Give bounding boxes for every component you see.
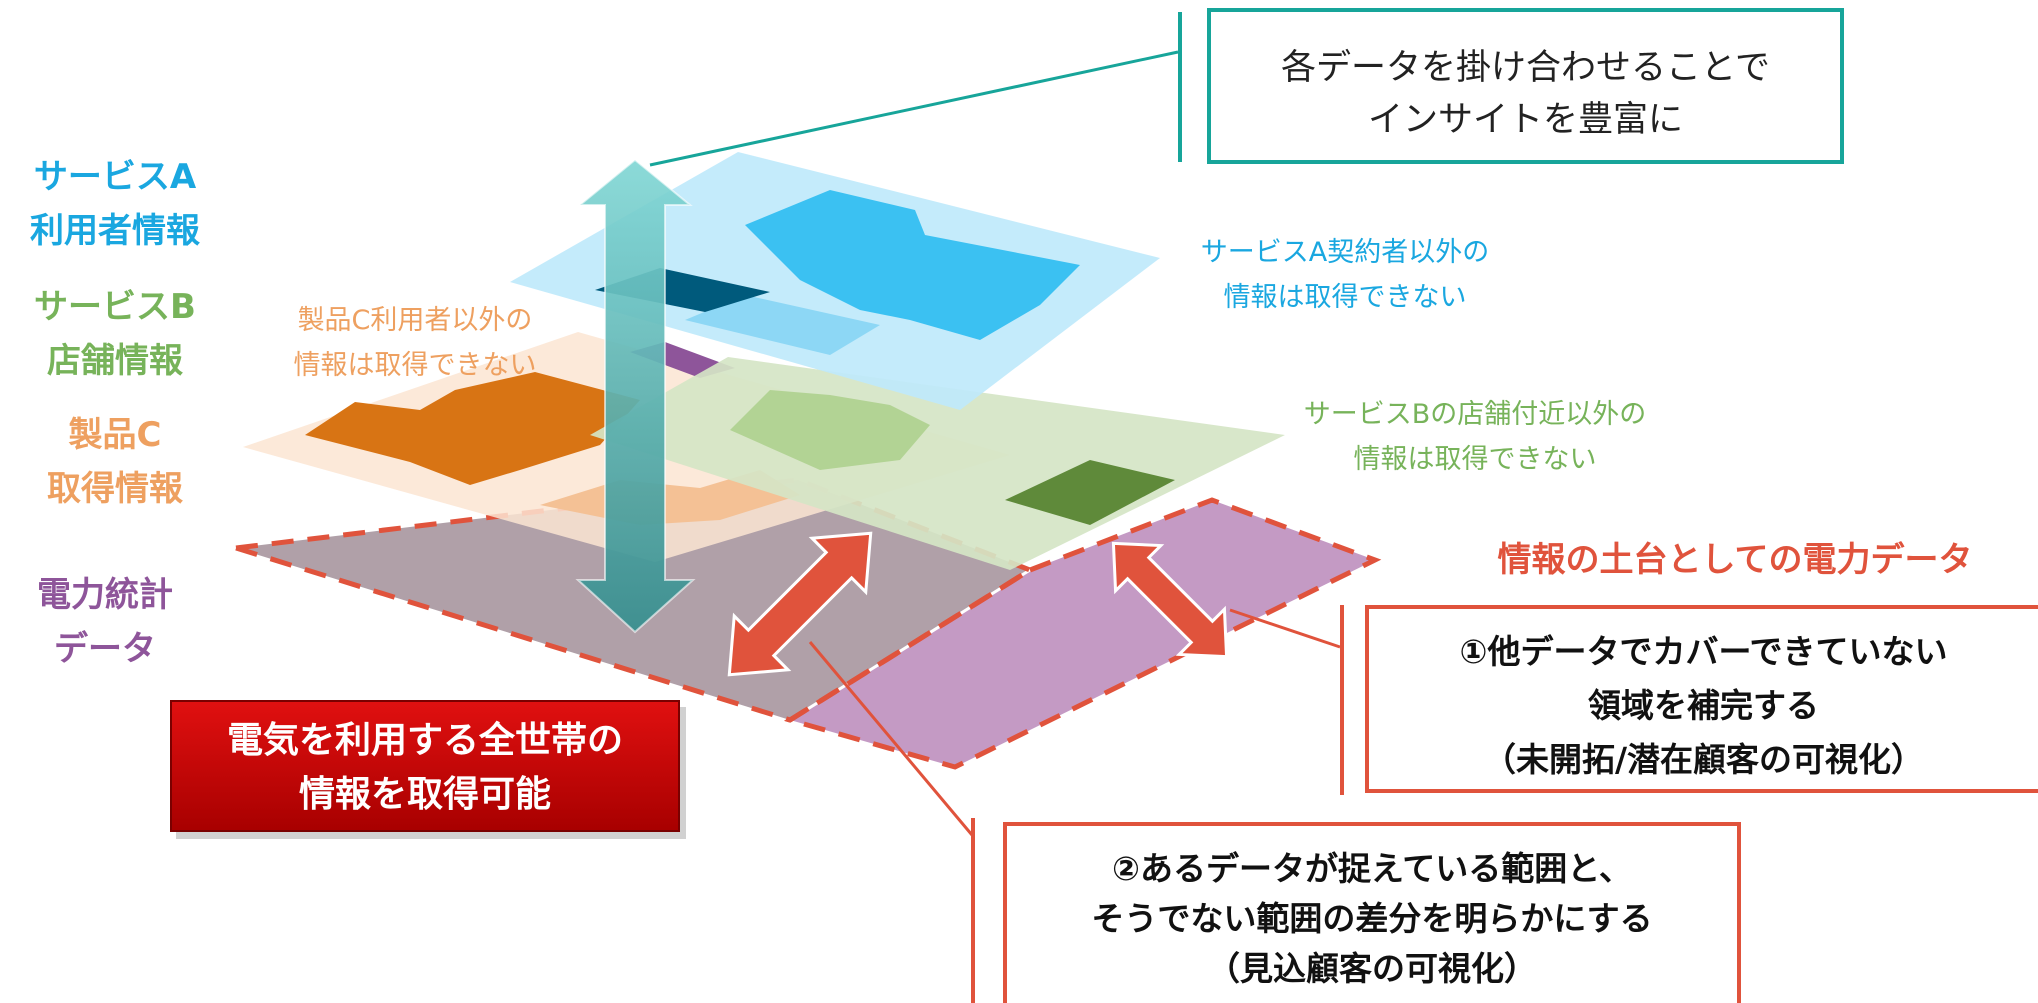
note-service-b-line2: 情報は取得できない	[1353, 444, 1597, 475]
all-households-banner-line1: 電気を利用する全世帯の	[226, 720, 623, 761]
service-a-block-light	[685, 295, 880, 355]
difference-box-line3: （見込顧客の可視化）	[1207, 949, 1537, 988]
note-product-c-line1: 製品C利用者以外の	[297, 305, 533, 336]
complement-box-line2: 領域を補完する	[1588, 686, 1819, 725]
difference-box-line1: ②あるデータが捉えている範囲と、	[1112, 849, 1632, 888]
top-callout-box: 各データを掛け合わせることで インサイトを豊富に	[1207, 8, 1844, 164]
service-b-block-dark	[1005, 460, 1175, 525]
difference-box: ②あるデータが捉えている範囲と、 そうでない範囲の差分を明らかにする （見込顧客…	[1003, 822, 1741, 1003]
power-layer-right	[790, 500, 1375, 767]
note-product-c: 製品C利用者以外の 情報は取得できない	[250, 298, 580, 388]
foundation-heading: 情報の土台としての電力データ	[1497, 540, 1973, 580]
service-b-block-light	[730, 390, 930, 470]
layer-label-service-a: サービスA 利用者情報	[10, 150, 220, 258]
layer-label-product-c-line2: 取得情報	[47, 469, 183, 509]
layer-label-service-b-line1: サービスB	[34, 287, 196, 327]
layer-label-service-b-line2: 店舗情報	[47, 341, 183, 381]
box2-connector	[808, 641, 974, 836]
layer-label-product-c-line1: 製品C	[68, 415, 162, 455]
note-service-a: サービスA契約者以外の 情報は取得できない	[1175, 230, 1515, 320]
top-callout-line1: 各データを掛け合わせることで	[1281, 48, 1770, 88]
vertical-double-arrow	[575, 158, 696, 634]
service-a-block-bright	[745, 190, 1080, 340]
power-layer-dashed-outline-right	[783, 497, 1382, 770]
note-service-a-line1: サービスA契約者以外の	[1200, 237, 1490, 268]
note-service-a-line2: 情報は取得できない	[1223, 282, 1467, 313]
layer-label-service-b: サービスB 店舗情報	[10, 280, 220, 388]
note-product-c-line2: 情報は取得できない	[293, 350, 537, 381]
layer-label-service-a-line1: サービスA	[33, 157, 197, 197]
layer-label-power-line2: データ	[54, 629, 156, 669]
all-households-banner-line2: 情報を取得可能	[298, 774, 551, 815]
layer-label-power-line1: 電力統計	[37, 575, 173, 615]
layer-label-service-a-line2: 利用者情報	[30, 211, 200, 251]
red-double-arrow-left	[727, 531, 873, 677]
red-double-arrow-right	[1111, 541, 1229, 659]
top-callout-line2: インサイトを豊富に	[1367, 100, 1683, 140]
difference-box-line2: そうでない範囲の差分を明らかにする	[1091, 899, 1653, 938]
note-service-b-line1: サービスBの店舗付近以外の	[1303, 399, 1647, 430]
box1-connector	[1229, 608, 1341, 649]
complement-box-line3: （未開拓/潜在顧客の可視化）	[1482, 740, 1925, 779]
complement-box: ①他データでカバーできていない 領域を補完する （未開拓/潜在顧客の可視化）	[1365, 605, 2038, 793]
note-service-b: サービスBの店舗付近以外の 情報は取得できない	[1280, 392, 1670, 482]
layer-label-product-c: 製品C 取得情報	[10, 408, 220, 516]
layer-label-power: 電力統計 データ	[0, 568, 210, 676]
callout-connector	[649, 50, 1179, 167]
complement-box-line1: ①他データでカバーできていない	[1459, 632, 1948, 671]
product-c-block-dark	[305, 372, 640, 485]
all-households-banner: 電気を利用する全世帯の 情報を取得可能	[170, 700, 680, 832]
